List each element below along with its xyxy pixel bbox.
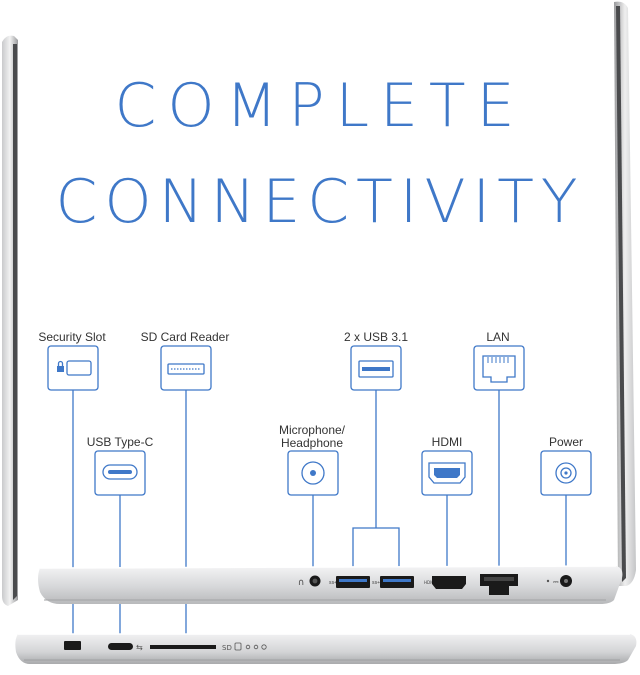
svg-text:HDMI: HDMI [424,580,435,585]
laptop-base-right-side: ∩ ss← ss← HDMI [38,565,623,604]
usb-31-branch-line [352,527,400,568]
svg-text:⇆: ⇆ [136,643,143,652]
usb-c-port: ⇆ [108,643,143,652]
svg-text:⎓: ⎓ [553,578,559,586]
headphone-port: ∩ [298,575,321,588]
svg-text:ss←: ss← [372,580,381,586]
usb-c-label: USB Type-C [86,435,154,449]
security-slot-port [64,641,81,650]
audio-jack-icon [301,461,325,485]
lan-label: LAN [486,330,510,344]
hdmi-port: HDMI [424,576,466,589]
mic-headphone-label-line2: Headphone [280,436,344,450]
usb-a-ports: ss← ss← [329,576,414,588]
security-slot-label: Security Slot [38,330,106,344]
mic-headphone-label: Microphone/ Headphone [279,424,345,450]
svg-text:ss←: ss← [329,580,338,586]
usb-31-label: 2 x USB 3.1 [343,330,409,344]
hdmi-label: HDMI [431,435,463,449]
ethernet-icon [482,355,516,383]
usb-a-icon [358,360,394,378]
lan-box [473,345,525,391]
headline-line-1: COMPLETE [114,71,526,141]
hdmi-icon [428,462,466,484]
sd-slot-icon [167,363,205,375]
sd-marking: SD [222,644,232,652]
laptop-base-left-side: ⇆ SD [15,633,637,664]
power-jack-icon [555,462,577,484]
lock-slot-icon [57,360,92,376]
headline-line-2: CONNECTIVITY [55,167,585,237]
power-port: ⎓ [546,575,572,587]
svg-text:∩: ∩ [298,578,305,588]
usb-c-icon [102,464,138,480]
mic-headphone-label-line1: Microphone/ [278,423,346,437]
power-label: Power [548,435,584,449]
lan-port [480,574,518,595]
sd-card-port: SD [150,642,267,652]
sd-card-reader-label: SD Card Reader [140,330,230,344]
